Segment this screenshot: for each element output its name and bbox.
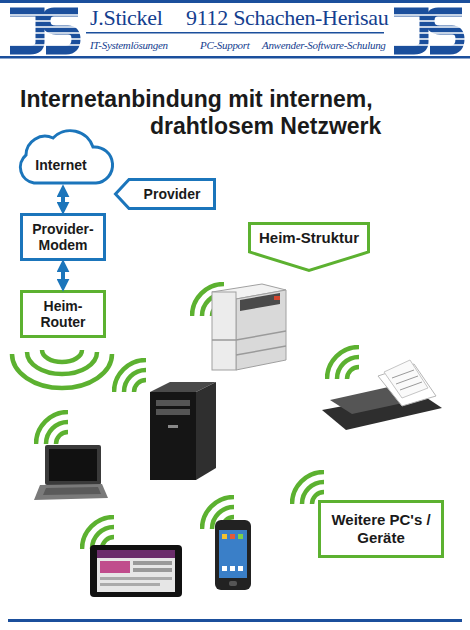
process-box: Heim-Router <box>20 290 106 338</box>
node-label: Weitere PC's / Geräte <box>329 511 433 547</box>
scanner <box>322 360 442 430</box>
header-text: J.Stickel <box>90 5 162 31</box>
laptop <box>34 445 108 500</box>
header-text: Anwender-Software-Schulung <box>262 38 386 52</box>
logo-left <box>3 5 83 55</box>
cloud-shape <box>20 131 112 183</box>
node-label: Heim-Struktur <box>259 229 359 247</box>
footer-rule <box>8 619 462 622</box>
node-label: Provider <box>144 186 201 202</box>
smartphone <box>215 520 251 590</box>
cloud-node: Internet <box>12 126 110 186</box>
node-label: Heim-Router <box>31 298 95 330</box>
printer <box>212 284 286 370</box>
connector-arrow <box>61 267 65 284</box>
diagram-title: Internetanbindung mit internem, drahtlos… <box>20 86 450 140</box>
logo-right <box>387 5 467 55</box>
structure-tag: Heim-Struktur <box>248 222 370 272</box>
pc-tower <box>150 382 216 480</box>
node-label: Internet <box>35 157 86 173</box>
tablet <box>90 545 182 597</box>
router-waves <box>12 350 112 388</box>
header-text: 9112 Schachen-Herisau <box>186 5 388 31</box>
connector-arrow <box>61 192 65 207</box>
process-box: Provider-Modem <box>20 213 106 261</box>
pentagon-shape <box>250 224 369 271</box>
provider-tag: Provider <box>114 178 216 210</box>
node-label: Provider-Modem <box>27 221 99 253</box>
pentagon-shape <box>116 180 215 209</box>
header-band <box>0 0 470 59</box>
process-box: Weitere PC's / Geräte <box>318 500 444 558</box>
header-text: PC-Support <box>200 38 250 52</box>
header-text: IT-Systemlösungen <box>90 38 168 52</box>
cloud-outline <box>12 126 110 186</box>
